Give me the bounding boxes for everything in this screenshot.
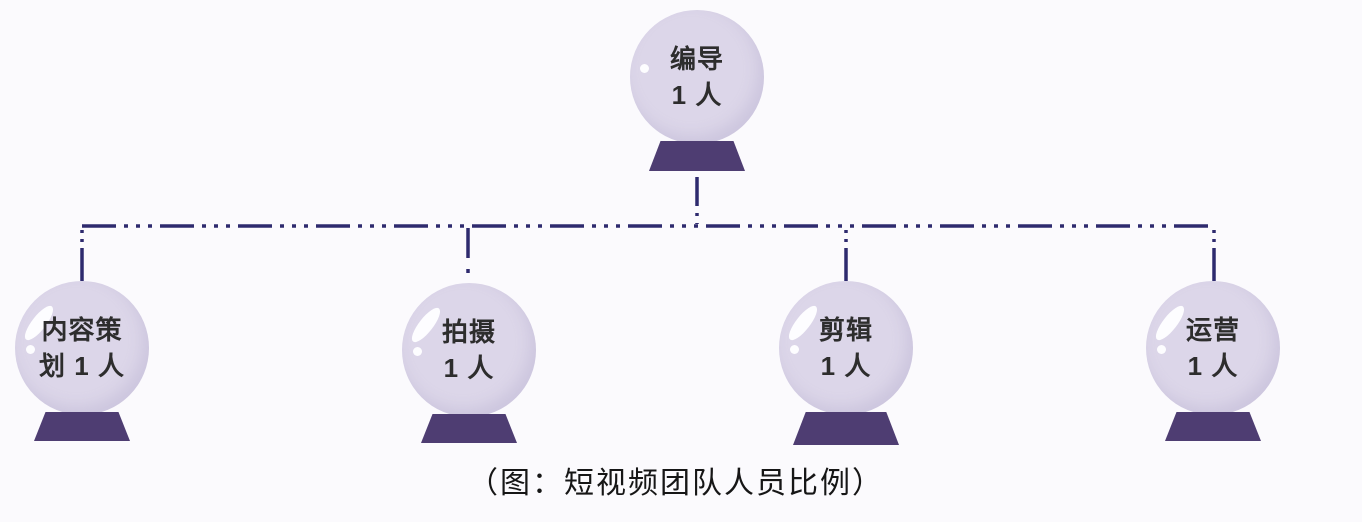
crystal-ball: 剪辑 1 人 (779, 281, 913, 415)
org-node-director: 编导 1 人 (630, 10, 764, 171)
node-label: 编导 1 人 (630, 10, 764, 144)
node-label: 剪辑 1 人 (779, 281, 913, 415)
crystal-ball: 编导 1 人 (630, 10, 764, 144)
ball-stand (1165, 412, 1261, 441)
node-label: 运营 1 人 (1146, 281, 1280, 415)
highlight-dot-icon (790, 345, 799, 354)
crystal-ball: 运营 1 人 (1146, 281, 1280, 415)
crystal-ball: 内容策 划 1 人 (15, 281, 149, 415)
node-count: 划 1 人 (39, 350, 125, 381)
node-role: 剪辑 (818, 314, 873, 345)
node-count: 1 人 (1187, 350, 1239, 381)
node-role: 运营 (1185, 314, 1240, 345)
ball-stand (793, 412, 899, 445)
node-role: 编导 (669, 43, 724, 74)
org-node-operations: 运营 1 人 (1146, 281, 1280, 441)
node-count: 1 人 (443, 352, 495, 383)
org-node-editing: 剪辑 1 人 (779, 281, 913, 445)
node-count: 1 人 (671, 79, 723, 110)
node-label: 拍摄 1 人 (402, 283, 536, 417)
figure-caption: （图：短视频团队人员比例） (468, 467, 884, 500)
highlight-dot-icon (1157, 345, 1166, 354)
org-node-shooting: 拍摄 1 人 (402, 283, 536, 443)
node-role: 拍摄 (441, 316, 496, 347)
ball-stand (34, 412, 130, 441)
crystal-ball: 拍摄 1 人 (402, 283, 536, 417)
org-node-content-planning: 内容策 划 1 人 (15, 281, 149, 441)
node-count: 1 人 (820, 350, 872, 381)
highlight-dot-icon (26, 345, 35, 354)
node-label: 内容策 划 1 人 (15, 281, 149, 415)
ball-stand (421, 414, 517, 443)
node-role: 内容策 (41, 314, 123, 345)
ball-stand (649, 141, 745, 171)
highlight-dot-icon (640, 64, 649, 73)
highlight-dot-icon (413, 347, 422, 356)
